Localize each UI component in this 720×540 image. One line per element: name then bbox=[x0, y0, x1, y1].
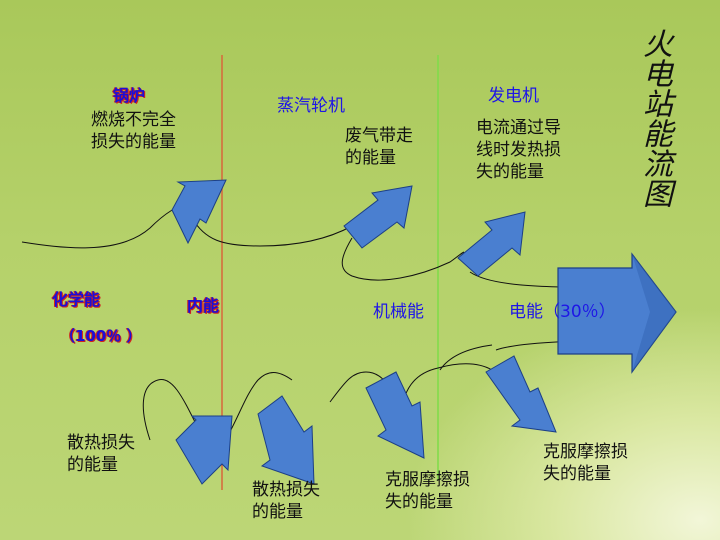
loss-label-bottom-3: 克服摩擦损 失的能量 bbox=[385, 470, 470, 512]
energy-label-internal: 内能 bbox=[187, 296, 220, 315]
loss-arrow-bottom-3 bbox=[365, 371, 425, 459]
energy-label-chemical-percent: （100％ ） bbox=[60, 327, 142, 345]
loss-label-bottom-1: 散热损失 的能量 bbox=[67, 433, 135, 475]
loss-arrow-generator bbox=[457, 211, 526, 277]
loss-arrow-bottom-2 bbox=[257, 395, 315, 485]
main-output-arrow-shade bbox=[632, 254, 676, 372]
stage-label-generator: 发电机 bbox=[488, 86, 539, 106]
loss-arrow-bottom-1 bbox=[175, 415, 233, 485]
stage-label-boiler: 锅炉 bbox=[113, 86, 146, 105]
flow-lower-boundary bbox=[142, 339, 601, 447]
flow-upper-boundary bbox=[21, 201, 601, 289]
loss-arrow-boiler bbox=[171, 179, 227, 245]
loss-label-boiler: 燃烧不完全 损失的能量 bbox=[91, 110, 176, 152]
page-title: 火电站能流图 bbox=[637, 28, 672, 208]
flow-inner-curve bbox=[439, 344, 493, 371]
loss-label-bottom-4: 克服摩擦损 失的能量 bbox=[543, 442, 628, 484]
stage-label-turbine: 蒸汽轮机 bbox=[277, 96, 345, 116]
loss-label-bottom-2: 散热损失 的能量 bbox=[252, 480, 320, 522]
loss-arrow-turbine bbox=[343, 185, 413, 249]
energy-label-electric: 电能（30％） bbox=[509, 302, 616, 322]
loss-label-turbine: 废气带走 的能量 bbox=[345, 126, 413, 168]
loss-arrow-bottom-4 bbox=[485, 355, 557, 433]
energy-label-mechanical: 机械能 bbox=[373, 302, 424, 322]
loss-label-generator: 电流通过导 线时发热损 失的能量 bbox=[476, 118, 561, 182]
energy-label-chemical: 化学能 bbox=[52, 290, 101, 309]
